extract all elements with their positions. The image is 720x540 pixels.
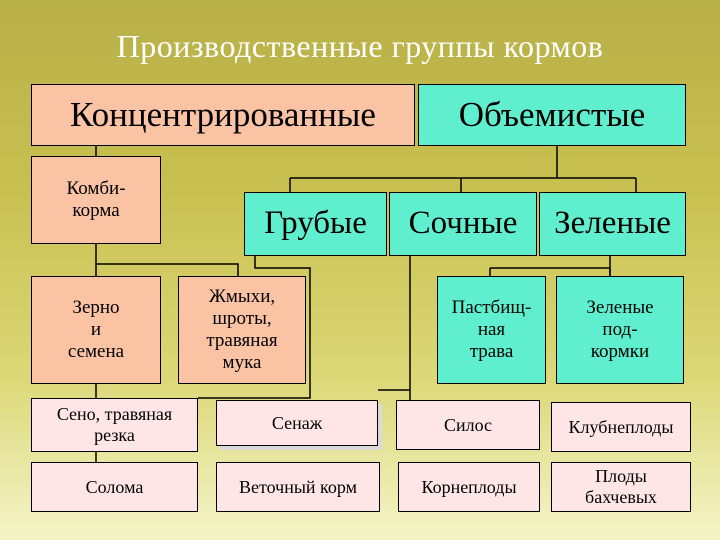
item-pasture-grass: Пастбищ- ная трава — [437, 276, 546, 384]
group-concentrated: Концентрированные — [31, 84, 415, 146]
line-to-oilcake — [96, 263, 239, 276]
item-combi-feed: Комби- корма — [31, 156, 161, 244]
item-branch-feed: Веточный корм — [216, 462, 380, 512]
type-green: Зеленые — [539, 192, 686, 256]
group-bulky: Объемистые — [418, 84, 686, 146]
item-oilcake-meal: Жмыхи, шроты, травяная мука — [178, 276, 306, 384]
type-rough: Грубые — [244, 192, 387, 256]
item-silage: Силос — [396, 400, 540, 450]
type-juicy: Сочные — [389, 192, 537, 256]
item-tubers: Клубнеплоды — [551, 402, 691, 452]
diagram-title: Производственные группы кормов — [116, 28, 604, 64]
item-grain-seeds: Зерно и семена — [31, 276, 161, 384]
item-green-feed: Зеленые под- кормки — [556, 276, 684, 384]
item-haylage: Сенаж — [216, 400, 378, 446]
item-hay: Сено, травяная резка — [31, 398, 198, 452]
item-root-crops: Корнеплоды — [398, 462, 540, 512]
item-straw: Солома — [31, 462, 198, 512]
line-rough-to-hay — [198, 256, 311, 399]
item-melons: Плоды бахчевых — [551, 462, 691, 512]
